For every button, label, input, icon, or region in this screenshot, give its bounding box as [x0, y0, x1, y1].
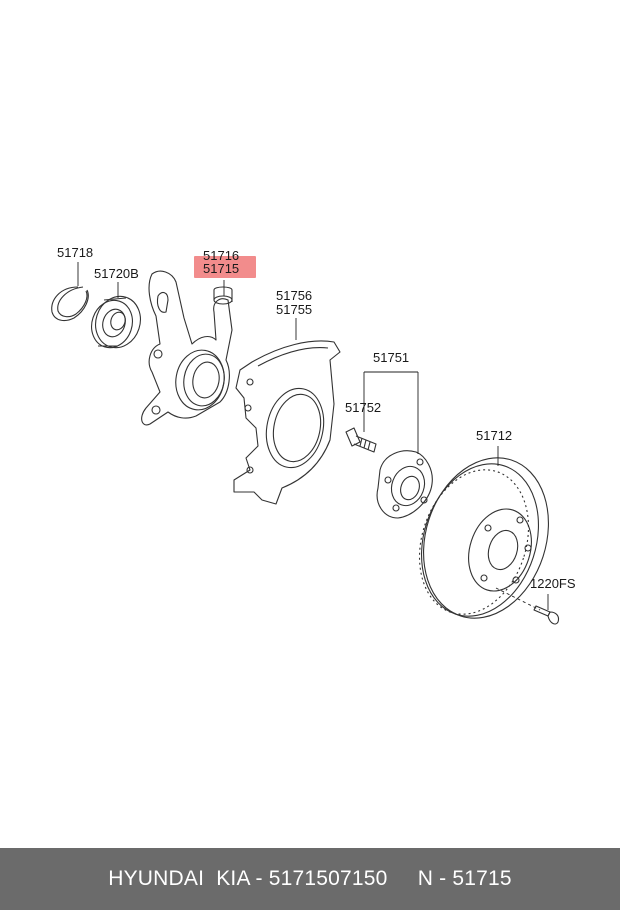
label-dust-cover-lh: 51756 — [276, 288, 312, 303]
label-knuckle-rh: 51715 — [203, 261, 239, 276]
footer-bar: HYUNDAI KIA - 5171507150 N - 51715 — [0, 848, 620, 910]
label-screw: 1220FS — [530, 576, 576, 591]
label-bearing: 51720B — [94, 266, 139, 281]
brake-disc-drawing — [418, 446, 549, 619]
footer-part-reference: HYUNDAI KIA - 5171507150 N - 51715 — [108, 867, 512, 890]
part-number-highlight — [194, 256, 256, 278]
wheel-hub-drawing — [363, 371, 433, 519]
label-knuckle-lh: 51716 — [203, 248, 239, 263]
label-dust-cover-rh: 51755 — [276, 302, 312, 317]
label-snap-ring: 51718 — [57, 245, 93, 260]
snap-ring-drawing — [51, 262, 89, 322]
label-disc: 51712 — [476, 428, 512, 443]
steering-knuckle-drawing — [141, 270, 233, 426]
front-axle-parts-diagram: 51718 51720B 51716 51715 51756 51755 517… — [51, 245, 576, 625]
hub-bolt-drawing — [345, 418, 377, 453]
label-hub: 51751 — [373, 350, 409, 365]
label-hub-bolt: 51752 — [345, 400, 381, 415]
bearing-drawing — [91, 282, 141, 349]
screw-drawing — [495, 587, 560, 625]
dust-cover-drawing — [233, 318, 341, 505]
